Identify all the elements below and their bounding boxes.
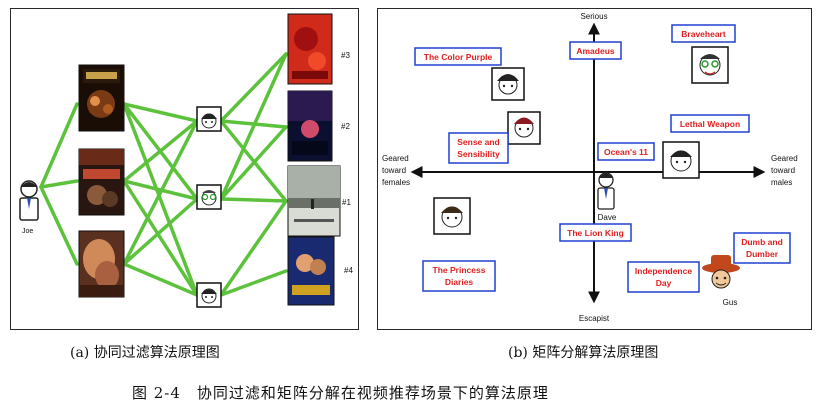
edge	[122, 262, 199, 297]
user-face-2	[507, 111, 541, 145]
movie-label-dumb-and-dumber: Dumb and Dumber	[733, 232, 791, 264]
movie-label-the-princess-diaries: The Princess Diaries	[422, 260, 496, 292]
user-face-4	[662, 141, 700, 179]
movie-poster-adventure	[287, 236, 335, 306]
matrix-factorization-panel: Serious Escapist Geared toward females G…	[377, 8, 812, 330]
edge	[122, 119, 199, 183]
caption-matrix-factorization: (b) 矩阵分解算法原理图	[508, 345, 659, 361]
similar-user-3-face	[196, 282, 222, 308]
axis-label-females-1: Geared	[382, 154, 409, 163]
edge	[122, 102, 199, 297]
user-gus-label: Gus	[723, 298, 738, 307]
axis-label-females-2: toward	[382, 166, 406, 175]
svg-text:Sense and: Sense and	[457, 137, 500, 147]
edge	[39, 102, 79, 189]
edge	[219, 52, 288, 123]
edge	[122, 119, 199, 266]
svg-text:Dumb and: Dumb and	[741, 237, 783, 247]
movie-poster-landscape	[287, 165, 341, 237]
svg-text:The Princess: The Princess	[433, 265, 486, 275]
axis-label-males-3: males	[771, 178, 792, 187]
collaborative-filtering-diagram: Joe	[19, 13, 353, 308]
movie-poster-spider-man	[287, 13, 333, 85]
caption-collaborative-filtering: (a) 协同过滤算法原理图	[70, 345, 220, 361]
edge	[122, 197, 199, 266]
similar-user-2-face	[196, 184, 222, 210]
svg-text:The Lion King: The Lion King	[567, 228, 624, 238]
svg-text:Lethal Weapon: Lethal Weapon	[680, 119, 740, 129]
user-recommendation-edges	[219, 52, 288, 297]
movie-poster-drama	[78, 230, 125, 298]
movie-label-braveheart: Braveheart	[671, 24, 736, 43]
movie-label-oceans-11: Ocean's 11	[597, 142, 655, 161]
edge	[219, 269, 288, 297]
movie-label-the-color-purple: The Color Purple	[414, 47, 502, 66]
user-dave-label: Dave	[598, 213, 617, 222]
movie-label-lethal-weapon: Lethal Weapon	[670, 114, 750, 133]
axis-label-serious: Serious	[580, 12, 607, 21]
edge	[39, 185, 79, 266]
user-face-3	[691, 46, 729, 84]
collaborative-filtering-panel: Joe	[10, 8, 359, 330]
axis-label-females-3: females	[382, 178, 410, 187]
user-face-1	[491, 67, 525, 101]
axis-label-escapist: Escapist	[579, 314, 610, 323]
edge	[219, 199, 288, 297]
movie-label-independence-day: Independence Day	[627, 261, 700, 293]
movie-user-edges	[122, 102, 199, 297]
axis-label-males-2: toward	[771, 166, 795, 175]
similar-user-1-face	[196, 106, 222, 132]
edge	[122, 102, 199, 123]
rank-label: #2	[341, 122, 350, 131]
rank-label: #3	[341, 51, 350, 60]
axis-label-males-1: Geared	[771, 154, 798, 163]
user-joe-label: Joe	[22, 228, 33, 235]
edge	[219, 52, 288, 201]
edge	[122, 179, 199, 297]
user-face-5	[433, 197, 471, 235]
svg-text:Independence: Independence	[635, 266, 692, 276]
movie-poster-star-wars	[78, 64, 125, 132]
svg-text:Ocean's 11: Ocean's 11	[604, 147, 648, 157]
svg-text:Dumber: Dumber	[746, 249, 779, 259]
movie-poster-western	[78, 148, 125, 216]
svg-text:Sensibility: Sensibility	[457, 149, 500, 159]
svg-text:Diaries: Diaries	[445, 277, 474, 287]
user-joe-figure	[19, 180, 39, 221]
movie-label-the-lion-king: The Lion King	[559, 223, 632, 242]
movie-label-sense-and-sensibility: Sense and Sensibility	[448, 132, 509, 164]
rank-label: #4	[344, 266, 353, 275]
figure-caption: 图 2-4 协同过滤和矩阵分解在视频推荐场景下的算法原理	[132, 384, 549, 402]
user-movie-edges	[39, 102, 79, 266]
movie-label-amadeus: Amadeus	[569, 41, 622, 60]
movie-poster-night-city	[287, 90, 333, 162]
svg-text:Amadeus: Amadeus	[576, 46, 615, 56]
rank-label: #1	[342, 198, 351, 207]
matrix-factorization-diagram: Serious Escapist Geared toward females G…	[382, 12, 798, 323]
edge	[39, 179, 79, 189]
svg-text:Braveheart: Braveheart	[681, 29, 726, 39]
edge	[219, 125, 288, 201]
svg-text:The Color Purple: The Color Purple	[424, 52, 493, 62]
svg-text:Day: Day	[656, 278, 672, 288]
user-gus-figure	[702, 255, 740, 289]
edge	[219, 197, 288, 203]
user-dave-figure	[597, 172, 615, 210]
